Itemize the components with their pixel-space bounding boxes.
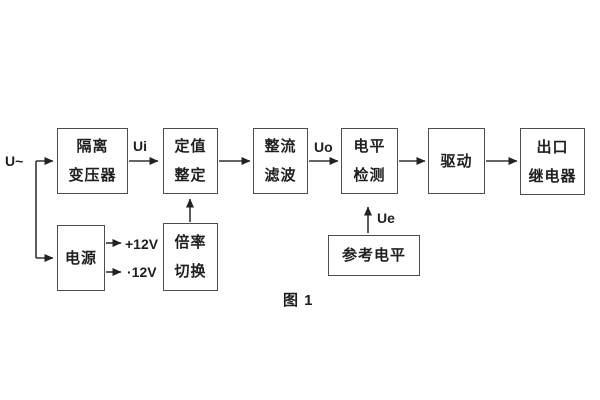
block-label: 倍率 — [174, 234, 207, 251]
block-label: 定值 — [174, 138, 207, 155]
block-driver: 驱动 — [428, 128, 485, 194]
signal-label-minus12v: ·12V — [127, 264, 157, 280]
block-label: 整定 — [174, 167, 207, 184]
block-ratio-switch: 倍率 切换 — [163, 223, 218, 291]
block-rectifier-filter: 整流 滤波 — [253, 128, 308, 194]
signal-label-ui: Ui — [133, 138, 147, 154]
block-label: 参考电平 — [341, 247, 406, 264]
block-output-relay: 出口 继电器 — [520, 128, 585, 195]
block-label: 出口 — [536, 138, 569, 156]
block-reference-level: 参考电平 — [328, 235, 420, 276]
signal-label-ue: Ue — [377, 210, 395, 226]
signal-label-input: U~ — [5, 153, 24, 169]
block-level-detect: 电平 检测 — [341, 128, 398, 194]
block-label: 电源 — [64, 249, 97, 267]
figure-caption: 图 1 — [283, 292, 314, 309]
signal-label-plus12v: +12V — [125, 236, 159, 252]
block-label: 驱动 — [440, 152, 473, 170]
block-label: 继电器 — [528, 167, 577, 185]
block-label: 整流 — [264, 138, 297, 155]
block-setpoint-adjust: 定值 整定 — [163, 128, 218, 194]
block-label: 变压器 — [68, 167, 117, 184]
block-label: 电平 — [353, 138, 386, 155]
block-label: 隔离 — [76, 138, 109, 155]
block-label: 检测 — [353, 167, 386, 184]
block-isolation-transformer: 隔离 变压器 — [57, 128, 128, 194]
signal-label-uo: Uo — [314, 139, 333, 155]
block-label: 切换 — [174, 263, 207, 280]
block-label: 滤波 — [264, 167, 297, 184]
block-power-supply: 电源 — [57, 225, 105, 291]
